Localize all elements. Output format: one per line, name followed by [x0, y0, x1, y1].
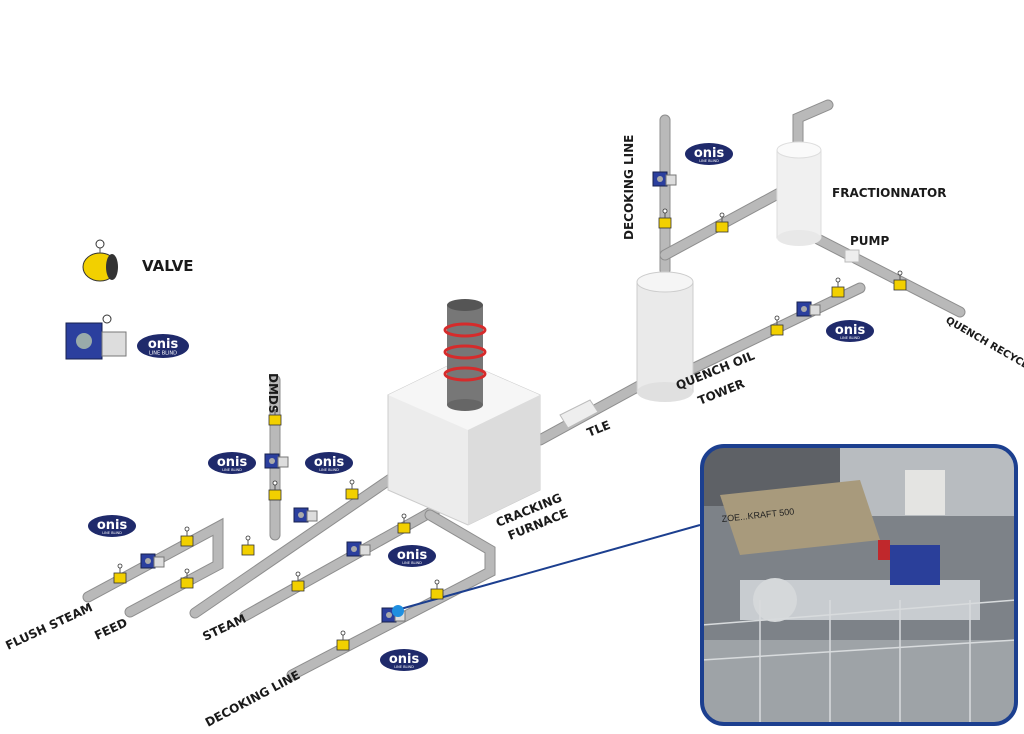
onis-logo: onis LINE BLIND — [137, 334, 189, 358]
valve-icon — [180, 526, 194, 547]
cracking-furnace — [387, 299, 541, 526]
photo-callout-line — [396, 524, 701, 611]
legend-line-blind: onis LINE BLIND — [65, 314, 189, 360]
label-fractionnator: FRACTIONNATOR — [832, 186, 946, 200]
line-blind-icon — [652, 171, 677, 187]
callout-marker — [392, 605, 404, 617]
valve-icon — [430, 579, 444, 600]
label-pump: PUMP — [850, 234, 889, 248]
valve-icon — [397, 513, 411, 534]
valve-icon — [770, 315, 784, 336]
label-feed: FEED — [92, 615, 129, 642]
line-blind-icon — [293, 507, 318, 523]
onis-logo — [208, 452, 256, 474]
legend-valve-label: VALVE — [142, 257, 194, 275]
valve-icon — [241, 535, 255, 556]
onis-logo — [88, 515, 136, 537]
label-quench-recycling: QUENCH RECYCLING — [944, 315, 1024, 381]
fractionnator — [776, 141, 822, 246]
valve-icon — [345, 479, 359, 500]
label-dmds: DMDS — [266, 373, 280, 414]
valve-icon — [831, 277, 845, 298]
onis-logo — [826, 320, 874, 342]
label-decoking-line-top: DECOKING LINE — [622, 135, 636, 240]
label-tle: TLE — [585, 418, 613, 440]
onis-logo — [305, 452, 353, 474]
line-blind-icon — [264, 453, 289, 469]
valve-icon — [291, 571, 305, 592]
pipes — [82, 99, 966, 681]
pump-unit — [844, 249, 860, 263]
tle-unit — [559, 399, 599, 429]
installation-photo: ZOE...KRAFT 500 — [700, 444, 1018, 726]
quench-oil-tower — [636, 271, 694, 402]
legend-onis-logo-text: onis — [148, 337, 179, 352]
onis-logo — [380, 649, 428, 671]
valve-icon — [180, 568, 194, 589]
photo-border — [700, 444, 1018, 726]
label-steam: STEAM — [200, 611, 248, 643]
label-decoking-line-bottom: DECOKING LINE — [203, 668, 303, 730]
line-blinds — [140, 171, 821, 623]
valve-icon — [336, 630, 350, 651]
legend-onis-subtitle: LINE BLIND — [149, 351, 177, 357]
valve-icon — [113, 563, 127, 584]
line-blind-icon — [65, 314, 127, 360]
onis-logo — [685, 143, 733, 165]
onis-logo — [388, 545, 436, 567]
label-flush-steam: FLUSH STEAM — [3, 600, 94, 653]
valve-icon — [82, 239, 118, 282]
legend-valve: VALVE — [82, 239, 194, 282]
